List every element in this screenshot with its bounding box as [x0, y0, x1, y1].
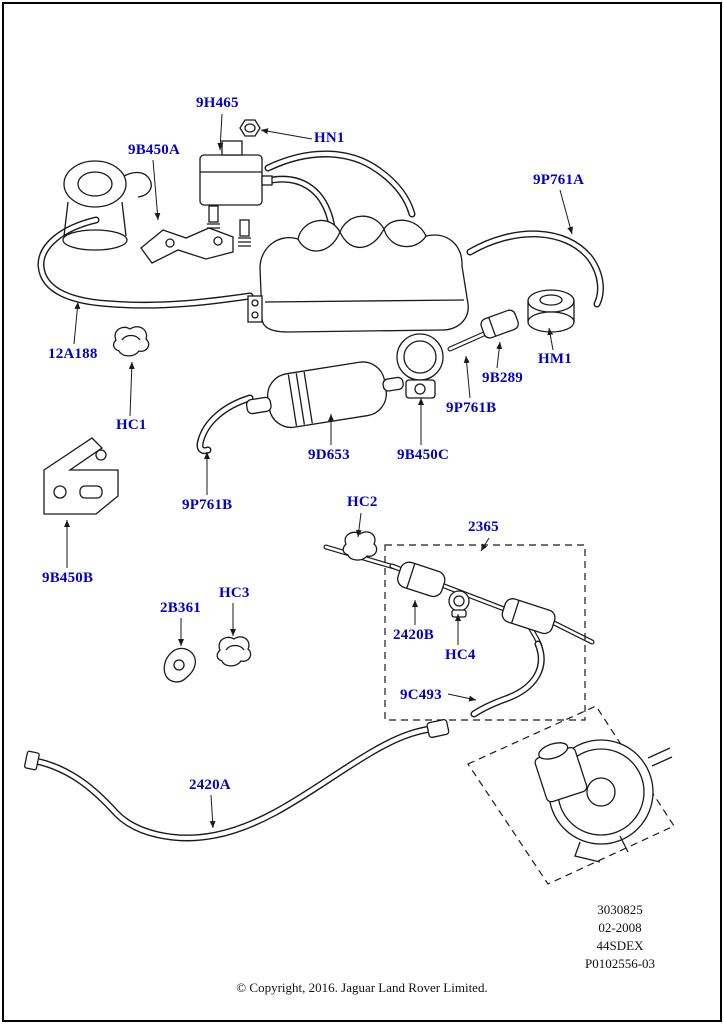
part-label-hc2: HC2 — [347, 494, 378, 510]
doc-number-block: 3030825 02-2008 44SDEX P0102556-03 — [574, 901, 666, 973]
doc-number-line: 44SDEX — [596, 938, 644, 953]
part-label-hc1: HC1 — [116, 417, 147, 433]
part-label-9p761a: 9P761A — [533, 172, 585, 188]
pipe-fitting-artwork — [501, 598, 556, 635]
doc-number-line: P0102556-03 — [584, 956, 656, 971]
nut-artwork — [239, 119, 261, 137]
clip-2b361-artwork — [163, 647, 197, 683]
pipe-end-fittings-artwork — [23, 719, 450, 771]
bracket-9b450a-artwork — [140, 227, 234, 264]
egr-valve-artwork — [62, 160, 152, 251]
leader-lines — [64, 113, 574, 829]
part-label-9b289: 9B289 — [482, 370, 524, 386]
part-label-12a188: 12A188 — [48, 346, 98, 362]
fuel-filter-artwork — [245, 361, 404, 429]
doc-number-line: 02-2008 — [598, 920, 642, 935]
bracket-9b450b-artwork — [43, 437, 119, 515]
part-label-9h465: 9H465 — [196, 95, 239, 111]
part-label-9p761b: 9P761B — [446, 400, 497, 416]
solenoid-valve-artwork — [199, 140, 273, 247]
brake-booster-artwork — [534, 739, 673, 863]
part-label-9b450b: 9B450B — [42, 570, 94, 586]
part-label-2b361: 2B361 — [160, 600, 202, 616]
part-label-9p761b: 9P761B — [182, 497, 233, 513]
tube-9b289-artwork — [480, 309, 519, 339]
clamp-9b450c-artwork — [396, 333, 444, 399]
damper-2420b-artwork — [397, 561, 446, 598]
intake-manifold-artwork — [247, 215, 469, 333]
part-label-9b450c: 9B450C — [397, 447, 450, 463]
part-label-hm1: HM1 — [538, 351, 572, 367]
booster-dashed-outline — [467, 705, 675, 885]
part-label-9c493: 9C493 — [400, 687, 442, 703]
clamp-hc4-artwork — [448, 590, 470, 618]
part-label-hn1: HN1 — [314, 130, 345, 146]
part-label-9b450a: 9B450A — [128, 142, 181, 158]
part-label-hc4: HC4 — [445, 647, 476, 663]
copyright-text: © Copyright, 2016. Jaguar Land Rover Lim… — [236, 980, 488, 995]
part-label-2420a: 2420A — [189, 777, 231, 793]
clip-hc1-artwork — [112, 326, 150, 357]
doc-number-line: 3030825 — [597, 902, 643, 917]
part-label-9d653: 9D653 — [308, 447, 350, 463]
part-label-2420b: 2420B — [393, 627, 435, 643]
part-label-2365: 2365 — [468, 519, 499, 535]
part-label-hc3: HC3 — [219, 585, 250, 601]
clip-hc3-artwork — [216, 636, 252, 667]
